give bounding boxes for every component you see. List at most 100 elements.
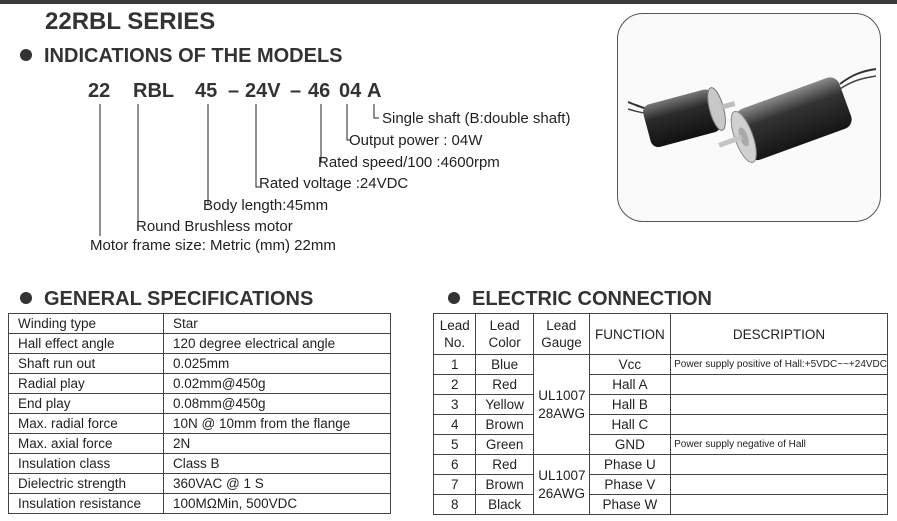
spec-value: Star [163,313,391,334]
lead-gauge-text: UL1007 28AWG [538,387,586,421]
header-lead-no-text: Lead No. [439,318,470,350]
electric-connection-table: Lead No. Lead Color Lead Gauge FUNCTION … [432,313,888,515]
desc-output-power: Output power : 04W [349,132,483,149]
lead-gauge: UL1007 28AWG [532,354,590,455]
lead-description [670,374,888,395]
lead-description [670,414,888,435]
spec-key: Radial play [8,373,164,394]
code-power: 04 [339,80,362,102]
spec-key: Insulation resistance [8,493,164,514]
spec-key: Hall effect angle [8,333,164,354]
header-description: DESCRIPTION [670,313,888,355]
table-row: 4 Brown Hall C [432,414,888,435]
lead-function: Vcc [588,354,672,375]
bullet-icon [20,49,32,61]
header-row: Lead No. Lead Color Lead Gauge FUNCTION … [432,313,888,355]
desc-rated-voltage: Rated voltage :24VDC [259,175,409,192]
header-lead-color: Lead Color [475,313,534,355]
header-lead-color-text: Lead Color [488,318,521,350]
lead-no: 8 [432,494,477,515]
spec-key: Max. radial force [8,413,164,434]
lead-gauge: UL1007 26AWG [532,454,590,515]
lead-description: Power supply positive of Hall:+5VDC~~+24… [670,354,888,375]
lead-function: Phase W [588,494,672,515]
indications-heading: INDICATIONS OF THE MODELS [20,45,343,68]
bullet-icon [448,292,460,304]
code-speed: 46 [308,80,331,102]
desc-body-length: Body length:45mm [203,197,329,214]
lead-description [670,474,888,495]
electric-heading: ELECTRIC CONNECTION [448,288,712,311]
lead-function: Phase V [588,474,672,495]
lead-color: Red [475,374,534,395]
code-body-length: 45 [195,80,218,102]
general-heading: GENERAL SPECIFICATIONS [20,288,313,311]
lead-no: 6 [432,454,477,475]
lead-function: Hall C [588,414,672,435]
header-lead-no: Lead No. [432,313,477,355]
lead-gauge-text: UL1007 26AWG [538,467,586,501]
spec-key: Max. axial force [8,433,164,454]
desc-rated-speed: Rated speed/100 :4600rpm [318,154,500,171]
table-row: 3 Yellow Hall B [432,394,888,415]
table-row: 1 Blue UL1007 28AWG Vcc Power supply pos… [432,354,888,455]
header-function: FUNCTION [588,313,672,355]
spec-key: Shaft run out [8,353,164,374]
lead-no: 4 [432,414,477,435]
lead-description [670,394,888,415]
indications-heading-text: INDICATIONS OF THE MODELS [44,45,343,67]
series-title: 22RBL SERIES [45,8,216,35]
lead-color: Blue [475,354,534,375]
spec-value: 100MΩMin, 500VDC [163,493,391,514]
lead-color: Brown [475,474,534,495]
spec-key: End play [8,393,164,414]
lead-description [670,494,888,515]
lead-no: 5 [432,434,477,455]
lead-color: Red [475,454,534,475]
table-row: 7 Brown Phase V [432,474,888,495]
table-row: 5 Green GND Power supply negative of Hal… [432,434,888,455]
desc-round-brushless: Round Brushless motor [136,218,293,235]
spec-key: Dielectric strength [8,473,164,494]
bullet-icon [20,292,32,304]
code-type: RBL [133,80,175,102]
code-frame-size: 22 [88,80,111,102]
code-dash-1: – [228,80,240,102]
spec-value: 360VAC @ 1 S [163,473,391,494]
table-row: 6 Red UL1007 26AWG Phase U [432,454,888,515]
spec-value: 0.025mm [163,353,391,374]
lead-no: 7 [432,474,477,495]
spec-value: 0.02mm@450g [163,373,391,394]
electric-heading-text: ELECTRIC CONNECTION [472,288,712,310]
lead-color: Yellow [475,394,534,415]
lead-no: 1 [432,354,477,375]
lead-function: Hall A [588,374,672,395]
spec-value: 0.08mm@450g [163,393,391,414]
table-row: 2 Red Hall A [432,374,888,395]
header-lead-gauge-text: Lead Gauge [541,318,582,350]
lead-function: Phase U [588,454,672,475]
table-row: 8 Black Phase W [432,494,888,515]
motor-photo [617,13,881,222]
general-heading-text: GENERAL SPECIFICATIONS [44,288,314,310]
lead-description: Power supply negative of Hall [670,434,888,455]
spec-key: Insulation class [8,453,164,474]
lead-no: 3 [432,394,477,415]
header-lead-gauge: Lead Gauge [532,313,590,355]
desc-shaft: Single shaft (B:double shaft) [382,110,571,127]
spec-key: Winding type [8,313,164,334]
spec-value: 2N [163,433,391,454]
code-voltage: 24V [245,80,281,102]
